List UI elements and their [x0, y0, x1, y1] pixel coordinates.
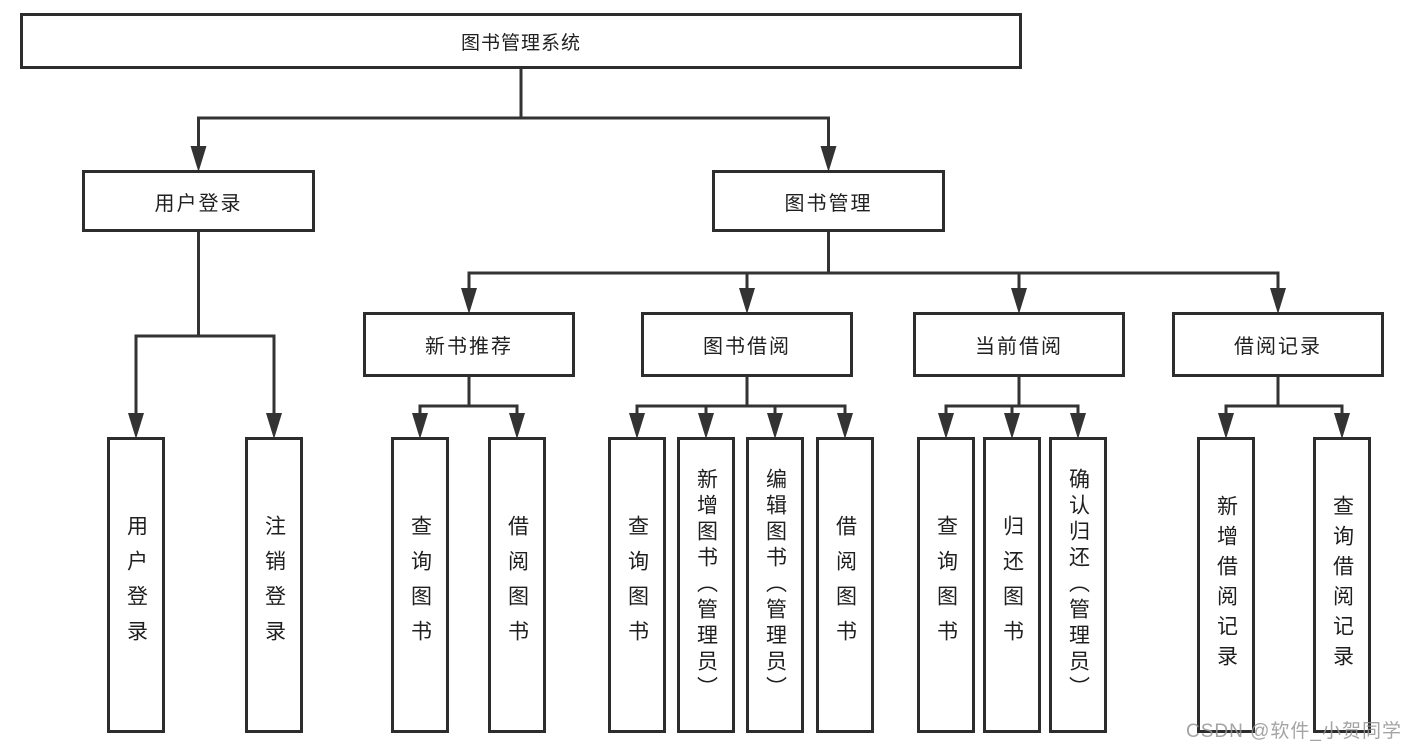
node-cb-confirm-return: 确认归还（管理员） [1049, 437, 1107, 733]
node-user-login-leaf: 用户登录 [107, 437, 165, 733]
node-label: 新书推荐 [425, 336, 513, 358]
node-user-login: 用户登录 [82, 170, 315, 232]
node-label: 借阅图书 [505, 515, 529, 655]
node-bb-edit-books: 编辑图书（管理员） [746, 437, 804, 733]
node-label: 图书管理 [784, 192, 873, 215]
node-label: 用户登录 [154, 192, 243, 215]
node-label: 图书管理系统 [460, 32, 581, 54]
node-current-borrow: 当前借阅 [913, 312, 1125, 377]
node-label: 查询借阅记录 [1330, 495, 1354, 675]
node-label: 查询图书 [934, 515, 958, 655]
node-label: 当前借阅 [975, 336, 1063, 358]
node-label: 查询图书 [408, 515, 432, 655]
node-label: 编辑图书（管理员） [763, 468, 787, 702]
node-label: 新增图书（管理员） [694, 468, 718, 702]
node-book-borrow: 图书借阅 [641, 312, 853, 377]
node-nbr-query-books: 查询图书 [391, 437, 449, 733]
node-borrow-records: 借阅记录 [1172, 312, 1384, 377]
node-label: 新增借阅记录 [1214, 495, 1238, 675]
node-label: 借阅记录 [1234, 336, 1322, 358]
node-br-query-record: 查询借阅记录 [1313, 437, 1371, 733]
node-label: 图书借阅 [703, 336, 791, 358]
node-new-book-rec: 新书推荐 [363, 312, 575, 377]
node-label: 确认归还（管理员） [1066, 468, 1090, 702]
node-cb-return-books: 归还图书 [983, 437, 1041, 733]
node-label: 查询图书 [625, 515, 649, 655]
node-root: 图书管理系统 [20, 13, 1022, 69]
node-nbr-borrow-books: 借阅图书 [488, 437, 546, 733]
node-label: 借阅图书 [833, 515, 857, 655]
node-label: 归还图书 [1000, 515, 1024, 655]
node-label: 用户登录 [124, 515, 148, 655]
node-bb-query-books: 查询图书 [608, 437, 666, 733]
node-bb-borrow-books: 借阅图书 [816, 437, 874, 733]
node-logout-leaf: 注销登录 [245, 437, 303, 733]
csdn-watermark: CSDN @软件_小贺同学 [1186, 721, 1402, 742]
node-cb-query-books: 查询图书 [917, 437, 975, 733]
node-book-mgmt: 图书管理 [712, 170, 945, 232]
node-bb-add-books: 新增图书（管理员） [677, 437, 735, 733]
node-label: 注销登录 [262, 515, 286, 655]
node-br-add-record: 新增借阅记录 [1197, 437, 1255, 733]
